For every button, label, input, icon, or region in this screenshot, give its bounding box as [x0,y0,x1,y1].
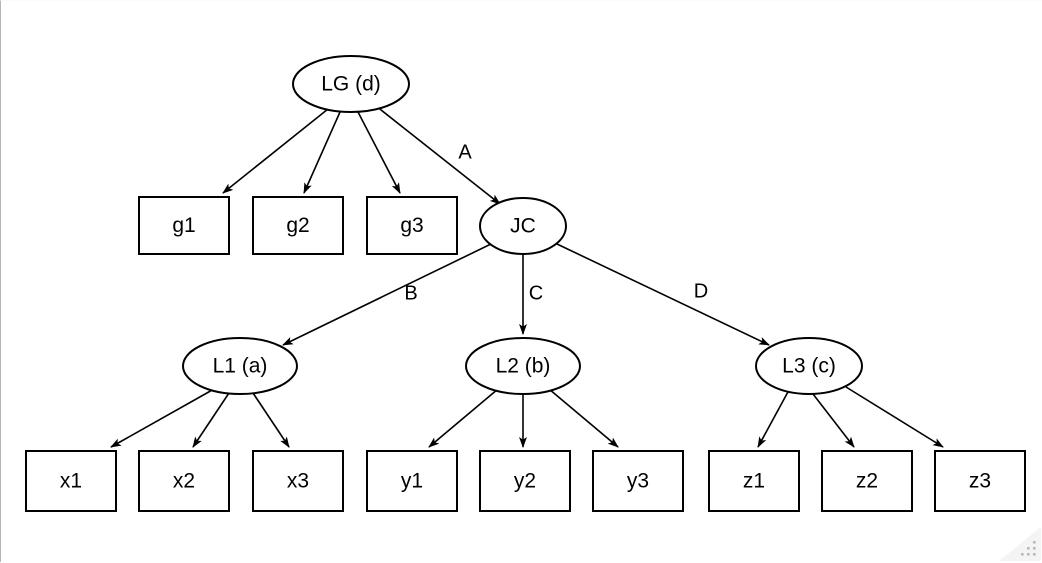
edge-labels-layer: A B C D [404,141,708,304]
edge-l3-to-z1 [757,389,790,448]
node-label-g3: g3 [400,214,423,237]
node-z1[interactable]: z1 [708,450,800,512]
node-x3[interactable]: x3 [252,450,344,512]
node-y1[interactable]: y1 [366,450,458,512]
edge-lg-to-jc [375,105,501,205]
node-label-l3: L3 (c) [782,355,836,378]
node-label-l1: L1 (a) [213,355,268,378]
node-label-x1: x1 [60,470,82,493]
node-x2[interactable]: x2 [138,450,230,512]
node-label-g2: g2 [286,214,309,237]
node-label-z1: z1 [743,470,765,493]
node-label-jc: JC [510,215,536,238]
edge-label-b: B [404,282,417,304]
node-label-y2: y2 [514,470,536,493]
resize-grip-icon[interactable] [999,527,1041,561]
edge-label-c: C [529,282,543,304]
node-g2[interactable]: g2 [252,196,344,255]
node-l1[interactable]: L1 (a) [182,337,298,395]
node-y2[interactable]: y2 [479,450,571,512]
node-label-x3: x3 [287,470,309,493]
edge-l2-to-y3 [548,388,619,448]
nodes-layer: LG (d) JC L1 (a) L2 (b) L3 (c) g1 g2 g3 x1 x2 x3 y1… [25,55,1026,512]
edge-lg-to-g1 [222,108,329,194]
edge-l1-to-x1 [110,388,215,448]
node-z2[interactable]: z2 [821,450,913,512]
node-label-x2: x2 [173,470,195,493]
edge-label-d: D [694,280,708,302]
edge-jc-to-l3 [556,243,770,346]
node-label-g1: g1 [172,214,195,237]
edges-layer [110,105,944,448]
node-l3[interactable]: L3 (c) [755,337,863,395]
node-label-y3: y3 [627,470,649,493]
node-label-z2: z2 [856,470,878,493]
edge-lg-to-g2 [303,111,341,194]
edge-l2-to-y1 [428,388,499,448]
edge-l1-to-x2 [192,392,230,448]
node-label-z3: z3 [969,470,991,493]
node-label-l2: L2 (b) [496,355,551,378]
edge-l1-to-x3 [252,392,290,448]
edge-label-a: A [458,141,472,163]
edge-jc-to-l1 [282,243,492,346]
node-jc[interactable]: JC [479,197,567,255]
node-z3[interactable]: z3 [934,450,1026,512]
edge-l3-to-z2 [812,393,855,448]
node-g3[interactable]: g3 [366,196,458,255]
node-label-lg: LG (d) [321,73,381,96]
node-y3[interactable]: y3 [592,450,684,512]
node-label-y1: y1 [401,470,423,493]
node-lg[interactable]: LG (d) [292,55,410,113]
node-l2[interactable]: L2 (b) [465,337,581,395]
node-g1[interactable]: g1 [138,196,230,255]
edge-lg-to-g3 [357,111,401,194]
node-x1[interactable]: x1 [25,450,117,512]
edge-l3-to-z3 [845,386,944,448]
